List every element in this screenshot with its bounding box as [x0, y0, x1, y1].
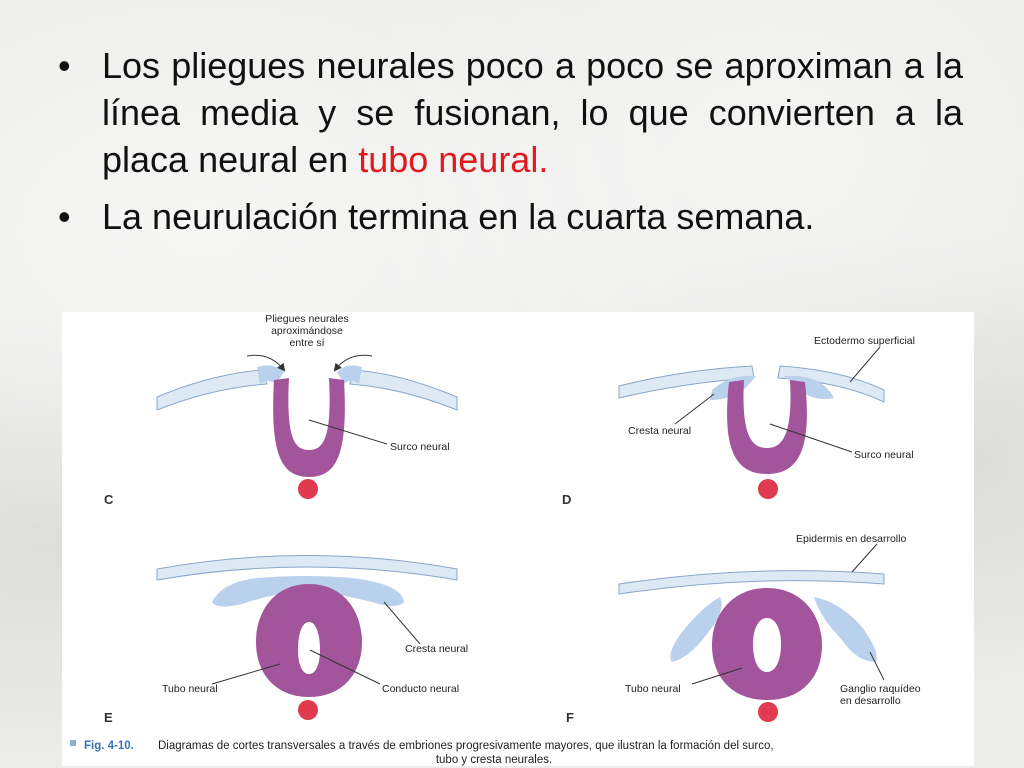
- epidermis-f: [618, 570, 885, 595]
- neural-plate-c: [273, 378, 345, 477]
- notochord-d: [758, 479, 778, 499]
- neural-tube-e: [256, 584, 362, 697]
- leader-surco-c: [308, 419, 388, 445]
- epidermis-e: [156, 555, 458, 581]
- leader-cresta-e: [383, 601, 421, 645]
- leader-tubo-f: [691, 667, 743, 685]
- notochord-c: [298, 479, 318, 499]
- label-epidermis: Epidermis en desarrollo: [796, 533, 906, 545]
- panel-label-e: E: [104, 710, 113, 725]
- figure-diagram: Pliegues neurales aproximándose entre sí…: [70, 313, 921, 766]
- neural-tube-f: [712, 588, 822, 700]
- crest-c-right: [337, 365, 362, 384]
- label-tubo-f: Tubo neural: [625, 683, 681, 695]
- neural-tube-d: [727, 380, 807, 474]
- bullet-text: Los pliegues neurales poco a poco se apr…: [102, 45, 963, 180]
- label-ectodermo: Ectodermo superficial: [814, 335, 915, 347]
- leader-conducto: [309, 649, 381, 685]
- bullet-list: • Los pliegues neurales poco a poco se a…: [58, 42, 963, 240]
- panel-label-d: D: [562, 492, 571, 507]
- label-conducto: Conducto neural: [382, 683, 459, 695]
- panel-label-c: C: [104, 492, 114, 507]
- caption-line-1: Diagramas de cortes transversales a trav…: [158, 740, 774, 752]
- ganglion-f-right: [814, 597, 877, 662]
- label-surco-d: Surco neural: [854, 449, 914, 461]
- bullet-item-neural-folds: • Los pliegues neurales poco a poco se a…: [58, 42, 963, 183]
- bullet-text: La neurulación termina en la cuarta sema…: [102, 196, 815, 237]
- caption-fig-number: Fig. 4-10.: [84, 740, 134, 752]
- panel-e: Cresta neural Tubo neural Conducto neura…: [104, 555, 468, 725]
- bullet-dot: •: [58, 45, 71, 86]
- leader-tubo-e: [211, 663, 281, 685]
- ganglion-f-left: [670, 597, 722, 662]
- leader-ganglio: [869, 651, 885, 681]
- neural-tube-figure: Pliegues neurales aproximándose entre sí…: [62, 312, 974, 766]
- leader-epidermis: [851, 543, 878, 573]
- label-surco-c: Surco neural: [390, 441, 450, 453]
- notochord-f: [758, 702, 778, 722]
- bullet-dot: •: [58, 196, 71, 237]
- label-cresta-d: Cresta neural: [628, 425, 691, 437]
- label-pliegues-2: aproximándose: [271, 325, 343, 337]
- arrow-c-right: [333, 354, 373, 372]
- panel-f: Epidermis en desarrollo Tubo neural Gang…: [566, 533, 921, 725]
- label-ganglio-2: en desarrollo: [840, 695, 901, 707]
- caption-line-2: tubo y cresta neurales.: [436, 754, 552, 766]
- leader-ectodermo: [849, 346, 881, 383]
- notochord-e: [298, 700, 318, 720]
- label-pliegues-1: Pliegues neurales: [265, 313, 348, 325]
- ectoderm-c-right: [349, 369, 458, 411]
- label-ganglio-1: Ganglio raquídeo: [840, 683, 921, 695]
- label-tubo-e: Tubo neural: [162, 683, 218, 695]
- bullet-highlight: tubo neural.: [358, 139, 549, 180]
- leader-cresta-d: [674, 393, 715, 425]
- label-cresta-e: Cresta neural: [405, 643, 468, 655]
- ectoderm-c-left: [156, 369, 268, 411]
- arrow-c-left: [246, 354, 286, 372]
- panel-d: Ectodermo superficial Cresta neural Surc…: [562, 335, 915, 507]
- panel-label-f: F: [566, 710, 574, 725]
- panel-c: Pliegues neurales aproximándose entre sí…: [104, 313, 458, 507]
- figure-caption: Fig. 4-10. Diagramas de cortes transvers…: [70, 740, 774, 766]
- bullet-item-neurulation: • La neurulación termina en la cuarta se…: [58, 193, 963, 240]
- caption-square-icon: [70, 740, 76, 746]
- label-pliegues-3: entre sí: [289, 337, 324, 349]
- leader-surco-d: [769, 423, 853, 453]
